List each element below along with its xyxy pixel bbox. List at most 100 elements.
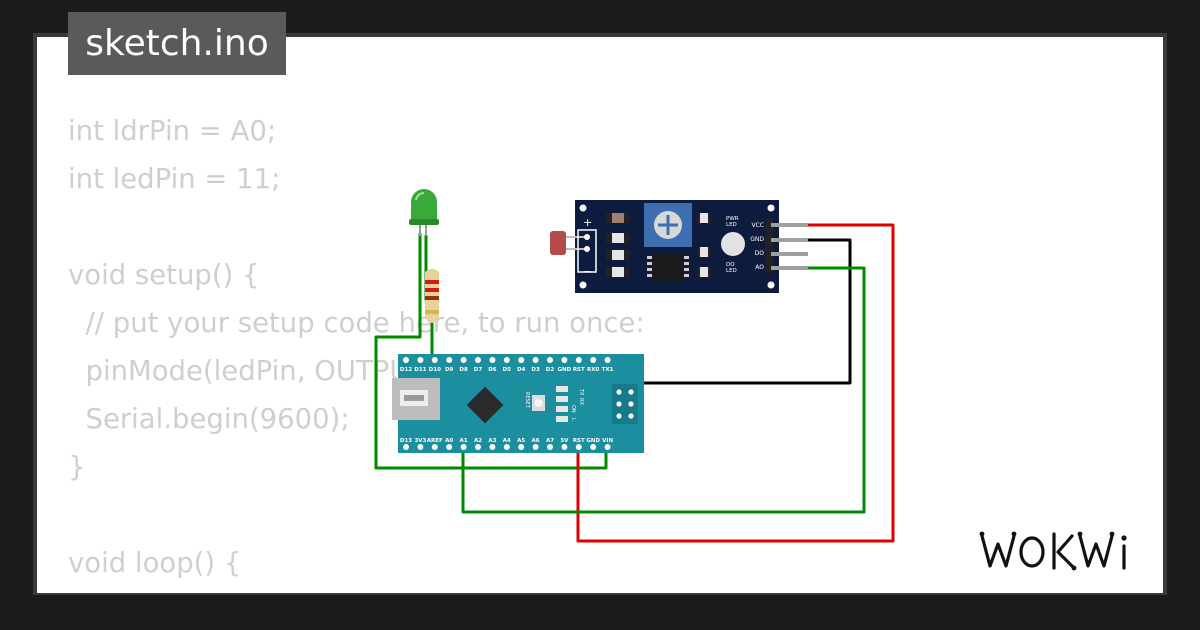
nano-pin-top[interactable] <box>431 357 438 363</box>
sensor-pin-gnd: GND <box>750 236 764 243</box>
nano-pin-label: RST <box>573 438 585 444</box>
potentiometer-icon <box>644 203 692 247</box>
nano-pin-label: VIN <box>602 438 613 444</box>
nano-pin-top[interactable] <box>575 357 582 363</box>
nano-pin-label: D4 <box>517 367 526 373</box>
nano-pin-label: RX0 <box>587 367 599 373</box>
led-label-on: ON <box>570 405 576 413</box>
filename-tab[interactable]: sketch.ino <box>68 12 286 75</box>
nano-pin-bottom[interactable] <box>590 444 597 450</box>
nano-pin-bottom[interactable] <box>489 444 496 450</box>
reset-label: RESET <box>524 392 530 409</box>
wire-vcc-5v <box>576 223 895 543</box>
green-led[interactable] <box>409 189 439 236</box>
nano-pin-label: D6 <box>488 367 497 373</box>
nano-pin-label: D2 <box>546 367 555 373</box>
nano-pin-bottom[interactable] <box>431 444 438 450</box>
nano-pin-bottom[interactable] <box>403 444 409 450</box>
nano-pin-label: A2 <box>474 438 482 444</box>
code-line: Serial.begin(9600); <box>68 403 350 435</box>
nano-pin-label: D10 <box>429 367 441 373</box>
code-line: // put your setup code here, to run once… <box>68 307 645 339</box>
nano-pin-label: A1 <box>460 438 468 444</box>
nano-pin-label: D8 <box>459 367 468 373</box>
nano-pin-label: D9 <box>445 367 454 373</box>
nano-pin-label: TX1 <box>602 367 614 373</box>
nano-pin-label: GND <box>558 367 572 373</box>
led-label-l: L <box>570 418 576 421</box>
nano-pin-bottom[interactable] <box>417 444 424 450</box>
nano-pin-bottom[interactable] <box>503 444 510 450</box>
nano-pin-top[interactable] <box>417 357 424 363</box>
nano-pin-label: GND <box>586 438 600 444</box>
nano-pin-label: D3 <box>531 367 540 373</box>
nano-pin-top[interactable] <box>561 357 568 363</box>
nano-pin-label: RST <box>573 367 585 373</box>
wire-led-gnd <box>374 233 608 470</box>
nano-pin-label: AREF <box>427 438 443 444</box>
nano-pin-label: D5 <box>503 367 512 373</box>
nano-pin-top[interactable] <box>460 357 467 363</box>
nano-pin-bottom[interactable] <box>446 444 453 450</box>
code-background: int ldrPin = A0; int ledPin = 11; void set… <box>68 107 716 593</box>
nano-pin-bottom[interactable] <box>532 444 539 450</box>
nano-pin-bottom[interactable] <box>518 444 525 450</box>
nano-pin-label: 5V <box>560 438 569 444</box>
nano-pin-top[interactable] <box>532 357 539 363</box>
nano-pin-label: A4 <box>503 438 511 444</box>
led-label-tx: TX <box>578 388 584 396</box>
code-line: } <box>68 451 86 483</box>
sensor-pin-do: DO <box>755 250 765 257</box>
nano-pin-bottom[interactable] <box>561 444 568 450</box>
nano-pin-bottom[interactable] <box>460 444 467 450</box>
nano-pin-label: A5 <box>517 438 525 444</box>
sensor-minus-label: − <box>583 265 592 278</box>
sensor-pin-vcc: VCC <box>752 222 764 229</box>
nano-pin-bottom[interactable] <box>575 444 582 450</box>
code-line: void setup() { <box>68 259 260 291</box>
nano-pin-bottom[interactable] <box>547 444 553 450</box>
icsp-header <box>612 384 638 424</box>
comparator-chip-icon <box>647 254 689 282</box>
nano-pin-top[interactable] <box>489 357 496 363</box>
nano-pin-top[interactable] <box>446 357 453 363</box>
sensor-pin-ao: AO <box>755 264 764 271</box>
nano-pin-label: A7 <box>546 438 554 444</box>
ldr-sensor-module[interactable]: + − <box>550 200 808 293</box>
nano-pin-top[interactable] <box>547 357 553 363</box>
nano-pin-label: A3 <box>488 438 496 444</box>
nano-pin-top[interactable] <box>475 357 481 363</box>
led-label-rx: RX <box>578 398 584 405</box>
status-leds <box>556 386 568 422</box>
sensor-pin-header <box>765 219 808 273</box>
sensor-plus-label: + <box>583 216 592 229</box>
nano-pin-label: D11 <box>414 367 426 373</box>
chip-icon <box>466 386 504 424</box>
nano-pin-label: D7 <box>474 367 483 373</box>
photoresistor-icon <box>550 229 597 273</box>
bottom-pin-row <box>403 444 611 450</box>
code-line: int ldrPin = A0; <box>68 115 277 147</box>
project-preview-card[interactable]: int ldrPin = A0; int ledPin = 11; void set… <box>37 37 1163 593</box>
nano-pin-label: D12 <box>400 367 412 373</box>
nano-pin-bottom[interactable] <box>604 444 611 450</box>
nano-pin-label: A0 <box>445 438 453 444</box>
wire-ao-a0 <box>461 266 866 514</box>
pwr-led-icon <box>721 232 745 256</box>
wokwi-logo-icon[interactable] <box>978 528 1148 576</box>
nano-pin-top[interactable] <box>503 357 510 363</box>
nano-pin-bottom[interactable] <box>475 444 481 450</box>
usb-connector-icon <box>392 378 440 420</box>
nano-pin-label: D13 <box>400 438 412 444</box>
nano-pin-top[interactable] <box>590 357 597 363</box>
nano-pin-top[interactable] <box>403 357 409 363</box>
nano-pin-top[interactable] <box>518 357 525 363</box>
code-line: int ledPin = 11; <box>68 163 281 195</box>
resistor[interactable] <box>425 269 439 323</box>
nano-pin-label: 3V3 <box>414 438 426 444</box>
nano-pin-top[interactable] <box>604 357 611 363</box>
